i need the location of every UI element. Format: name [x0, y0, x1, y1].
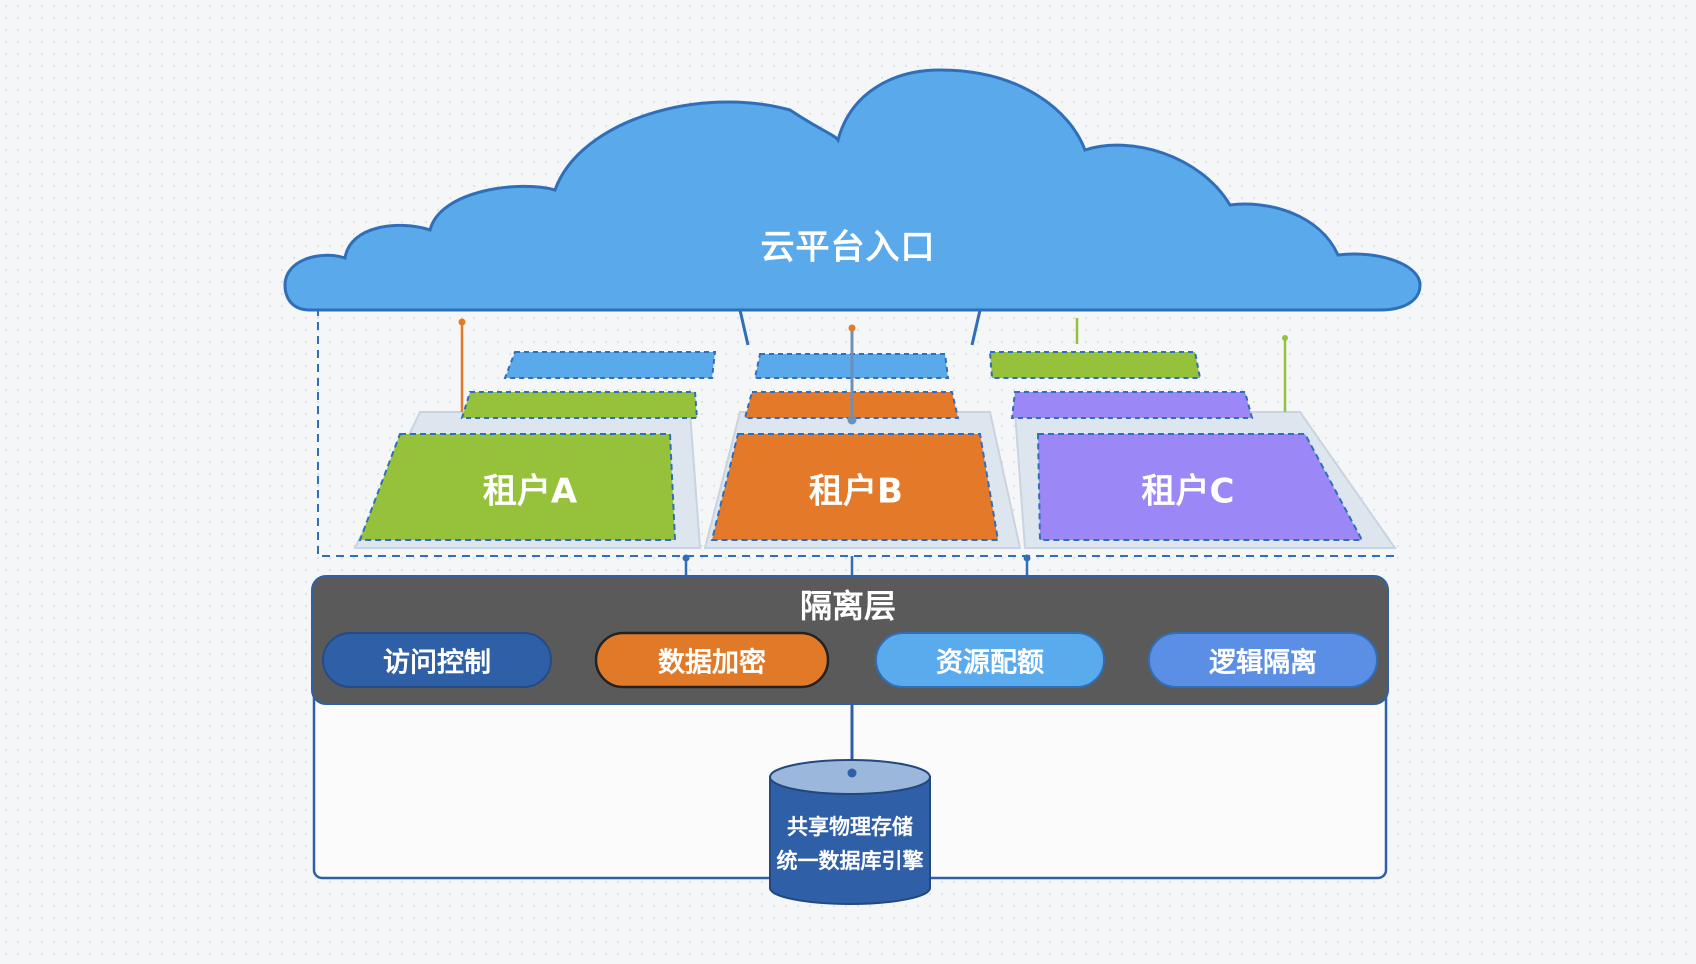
- tenant-a[interactable]: [353, 318, 717, 549]
- zone-link-a-dot: [682, 554, 690, 562]
- tenant-a-card[interactable]: [358, 433, 677, 541]
- tenant-b-connector-end: [847, 415, 857, 425]
- pill-data-encryption[interactable]: [594, 631, 830, 689]
- cloud-link-left: [738, 309, 750, 346]
- zone-link-c-dot: [1023, 554, 1031, 562]
- tenant-c-connector-dot: [1282, 335, 1288, 341]
- cloud-link-right: [970, 309, 982, 346]
- tenant-c-back-layer-1: [1010, 391, 1254, 419]
- tenant-c-card[interactable]: [1036, 433, 1364, 541]
- database-body: [769, 776, 931, 905]
- tenant-b[interactable]: [703, 324, 1022, 549]
- tenant-a-back-layer-1: [460, 391, 699, 419]
- tenant-c[interactable]: [988, 318, 1397, 549]
- tenant-b-card[interactable]: [710, 433, 1000, 541]
- cloud-shape: [283, 68, 1422, 312]
- database-cylinder[interactable]: [769, 759, 931, 905]
- tenant-b-connector-dot: [848, 324, 856, 332]
- tenant-c-back-layer-2: [988, 351, 1202, 379]
- tenant-zone-border: [317, 308, 1398, 557]
- isolation-layer: [311, 575, 1389, 705]
- tenant-a-connector-dot: [458, 318, 466, 326]
- pill-access-control[interactable]: [322, 632, 552, 688]
- tenant-a-back-layer-2: [503, 351, 717, 379]
- pill-resource-quota[interactable]: [875, 632, 1105, 688]
- storage-link-dot: [847, 768, 857, 778]
- pill-logical-isolation[interactable]: [1148, 632, 1378, 688]
